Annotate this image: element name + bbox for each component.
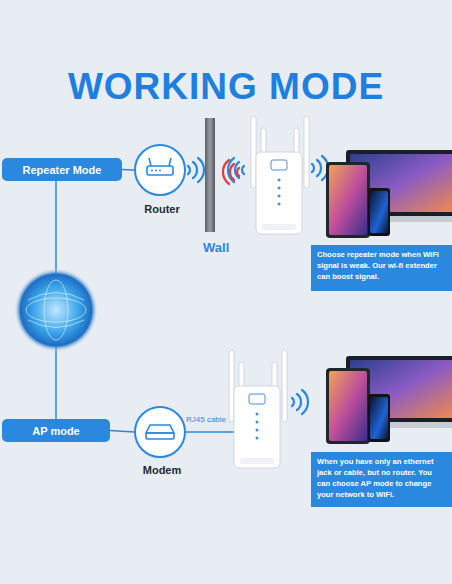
node-label: Wall — [203, 240, 229, 255]
node-label: Router — [112, 203, 212, 215]
node-label: Repeater Mode — [23, 164, 102, 176]
diagram-title: WORKING MODE — [0, 66, 452, 108]
caption-box: When you have only an ethernet jack or c… — [311, 452, 452, 507]
device-circle: Router — [134, 144, 186, 196]
mode-pill: AP mode — [2, 419, 110, 442]
caption-text: When you have only an ethernet jack or c… — [317, 456, 446, 500]
mode-pill: Repeater Mode — [2, 158, 122, 181]
node-label: AP mode — [32, 425, 79, 437]
connector-line — [122, 169, 134, 171]
cable-label: RJ45 cable — [186, 415, 226, 424]
caption-text: Choose repeater mode when WiFi signal is… — [317, 249, 446, 282]
connector-line — [110, 431, 134, 433]
caption-box: Choose repeater mode when WiFi signal is… — [311, 245, 452, 291]
wall-bar: Wall — [205, 118, 215, 232]
node-label: Modem — [112, 464, 212, 476]
device-circle: Modem — [134, 406, 186, 458]
